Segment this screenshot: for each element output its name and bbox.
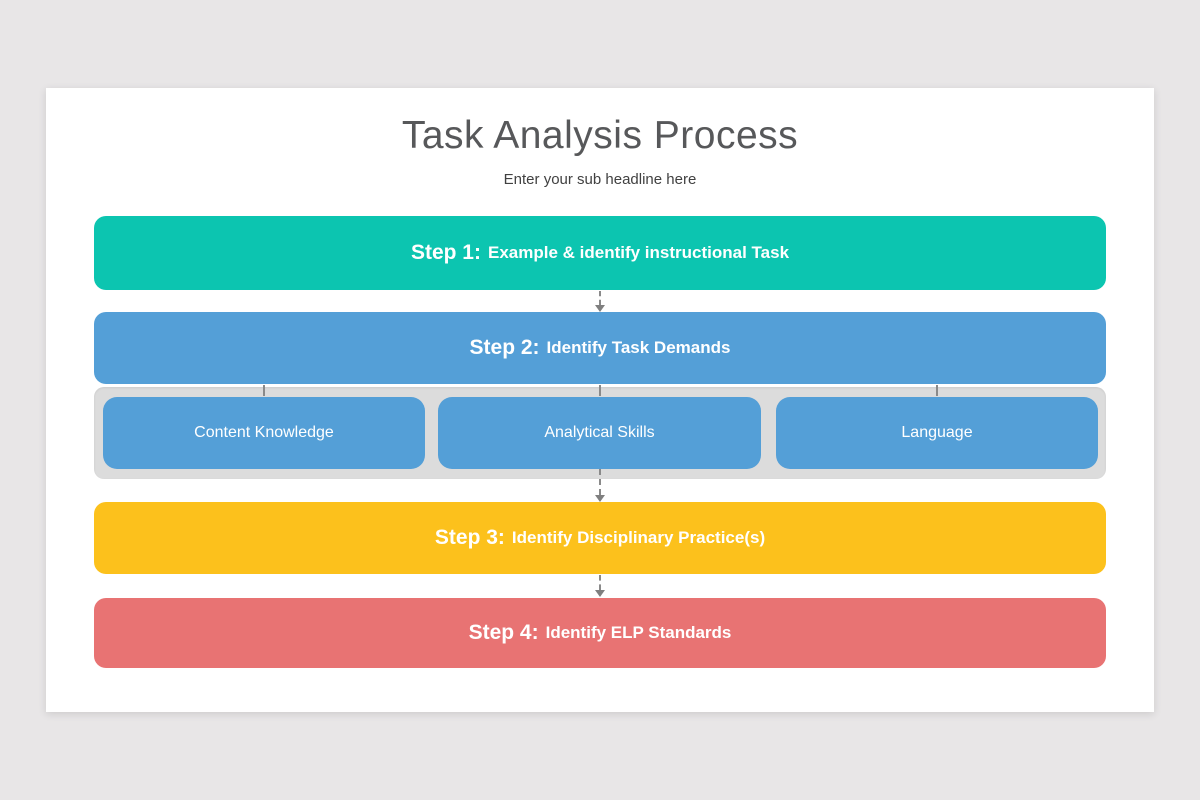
flow-connector-step2-analytical-skills (599, 385, 601, 396)
step-3-label: Step 3: (434, 526, 505, 549)
flow-connector-step2-content-knowledge (263, 385, 265, 396)
step-4-bar: Step 4: Identify ELP Standards (94, 598, 1106, 668)
step-2-label: Step 2: (469, 336, 540, 359)
page-title: Task Analysis Process (401, 114, 799, 157)
arrow-down-icon (595, 305, 605, 312)
step-3-bar: Step 3: Identify Disciplinary Practice(s… (94, 502, 1106, 574)
content-knowledge-label: Content Knowledge (194, 424, 334, 441)
step-4-label: Step 4: (468, 621, 539, 644)
flow-connector-step2-language (936, 385, 938, 396)
step-2-text: Identify Task Demands (546, 338, 731, 357)
language-box: Language (776, 397, 1098, 469)
analytical-skills-box: Analytical Skills (438, 397, 761, 469)
step-1-label: Step 1: (410, 241, 481, 264)
step-1-bar: Step 1: Example & identify instructional… (94, 216, 1106, 290)
content-knowledge-box: Content Knowledge (103, 397, 425, 469)
flow-connector-band-step3 (599, 469, 601, 495)
slide-canvas: Task Analysis Process Enter your sub hea… (46, 88, 1154, 712)
step-4-text: Identify ELP Standards (545, 623, 732, 642)
page-subtitle: Enter your sub headline here (503, 171, 697, 188)
flow-connector-step1-step2 (599, 291, 601, 305)
step-3-text: Identify Disciplinary Practice(s) (511, 528, 766, 547)
language-label: Language (901, 424, 973, 441)
flow-connector-step3-step4 (599, 575, 601, 590)
arrow-down-icon (595, 590, 605, 597)
arrow-down-icon (595, 495, 605, 502)
step-1-text: Example & identify instructional Task (487, 243, 790, 262)
analytical-skills-label: Analytical Skills (544, 424, 655, 441)
step-2-bar: Step 2: Identify Task Demands (94, 312, 1106, 384)
